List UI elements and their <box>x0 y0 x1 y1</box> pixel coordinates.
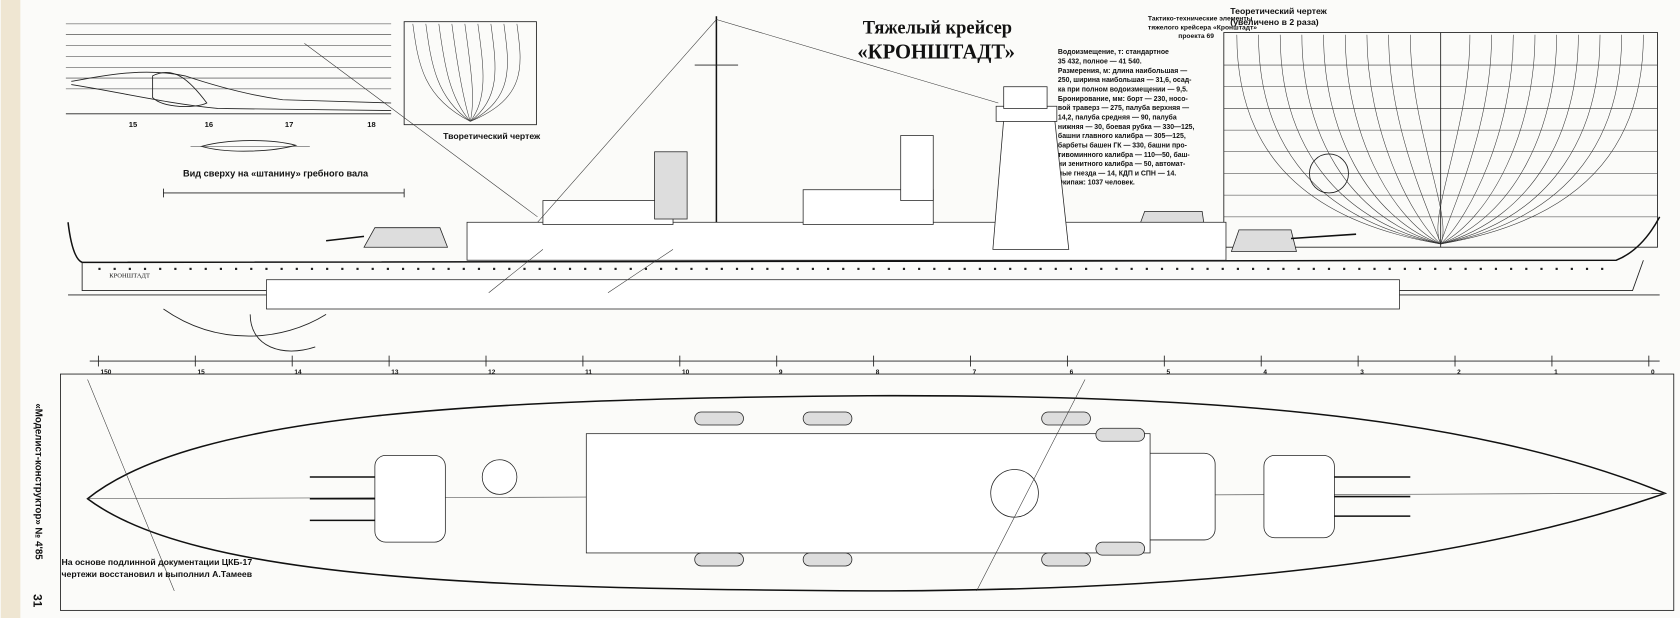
frame-label: 15 <box>197 369 205 376</box>
boat <box>1095 427 1146 442</box>
frame-label: 150 <box>101 369 112 376</box>
boat <box>802 552 853 567</box>
frame-label: 13 <box>391 369 399 376</box>
boat <box>1041 411 1091 426</box>
frame-label: 14 <box>294 369 302 376</box>
spec-line: ные гнезда — 14, КДП и СПН — 14. <box>1058 170 1176 177</box>
armor-belt <box>266 279 1400 310</box>
title-line2: «КРОНШТАДТ» <box>857 42 1015 64</box>
frame-label: 7 <box>973 369 977 376</box>
turret-aft <box>363 227 449 248</box>
spec-line: башни главного калибра — 305—125, <box>1058 132 1186 140</box>
body-plan-large-label: (увеличено в 2 раза) <box>1230 17 1318 27</box>
turret-aft-plan <box>374 454 446 543</box>
body-plan-large: Теоретический чертеж (увеличено в 2 раза… <box>1223 6 1658 248</box>
body-plan-small: Творетический чертеж <box>403 21 541 141</box>
page-margin-strip <box>0 0 21 618</box>
tick-label: 16 <box>205 120 213 129</box>
shaft-bracket-label: Вид сверху на «штанину» гребного вала <box>183 169 369 179</box>
body-plan-small-label: Творетический чертеж <box>443 131 541 141</box>
magazine-name: «Моделист-конструктор» № 4'85 <box>33 403 44 560</box>
boat <box>694 411 744 426</box>
turret-fwd-1 <box>1230 229 1297 252</box>
spec-line: вой траверз — 275, палуба верхняя — <box>1058 104 1189 112</box>
spec-line: тивоминного калибра — 110—50, баш- <box>1058 151 1190 159</box>
spec-line: барбеты башен ГК — 330, башни про- <box>1058 141 1188 149</box>
frame-label: 4 <box>1263 369 1267 376</box>
specs-heading: Тактико-технические элементы <box>1148 16 1253 23</box>
credits-line: На основе подлинной документации ЦКБ-17 <box>62 557 253 567</box>
tick-label: 15 <box>129 120 137 129</box>
frame-label: 11 <box>585 369 592 376</box>
boat <box>802 411 853 426</box>
boat <box>1095 541 1146 556</box>
side-profile: КРОНШТАДТ <box>67 16 1661 352</box>
title-line1: Тяжелый крейсер <box>863 18 1012 38</box>
frame-label: 1 <box>1554 369 1558 376</box>
credits-line: чертежи восстановил и выполнил А.Тамеев <box>62 569 253 579</box>
plan-view: На основе подлинной документации ЦКБ-17 … <box>60 373 1675 611</box>
spec-line: ни зенитного калибра — 50, автомат- <box>1058 160 1186 168</box>
specs-heading: тяжелого крейсера «Кронштадт» <box>1148 23 1257 31</box>
frame-label: 9 <box>779 369 783 376</box>
frame-label: 0 <box>1651 369 1655 376</box>
frame-label: 6 <box>1070 369 1074 376</box>
shaft-bracket-view: Вид сверху на «штанину» гребного вала <box>163 140 405 198</box>
spec-line: Экипаж: 1037 человек. <box>1058 180 1135 187</box>
spec-line: Размерения, м: длина наибольшая — <box>1058 67 1187 75</box>
hull-name: КРОНШТАДТ <box>109 273 150 280</box>
tick-label: 18 <box>367 120 375 129</box>
spec-line: 35 432, полное — 41 540. <box>1058 59 1142 66</box>
spec-line: нижняя — 30, боевая рубка — 330—125, <box>1058 123 1195 131</box>
tick-label: 17 <box>285 120 293 129</box>
boat <box>1041 552 1091 567</box>
funnel <box>654 151 688 220</box>
frame-label: 3 <box>1360 369 1364 376</box>
turret-fwd2-plan <box>1138 452 1216 541</box>
spec-line: 250, ширина наибольшая — 31,6, осад- <box>1058 76 1192 84</box>
spec-line: Водоизмещение, т: стандартное <box>1058 49 1169 56</box>
specs-heading: проекта 69 <box>1178 33 1214 40</box>
spec-line: 14,2, палуба средняя — 90, палуба <box>1058 113 1177 121</box>
turret-fwd1-plan <box>1263 454 1335 539</box>
frame-label: 8 <box>876 369 880 376</box>
frame-label: 5 <box>1166 369 1170 376</box>
boat <box>694 552 744 567</box>
half-breadth-plan: 15 16 17 18 <box>65 23 392 129</box>
spec-line: Бронирование, мм: борт — 230, носо- <box>1058 95 1189 103</box>
body-plan-large-label: Теоретический чертеж <box>1230 6 1327 16</box>
frame-label: 10 <box>682 369 690 376</box>
frame-label: 12 <box>488 369 496 376</box>
specs-block: Тактико-технические элементы тяжелого кр… <box>1058 16 1257 187</box>
frame-label: 2 <box>1457 369 1461 376</box>
spec-line: ка при полном водоизмещении — 9,5. <box>1058 87 1188 94</box>
page-number: 31 <box>30 594 44 608</box>
